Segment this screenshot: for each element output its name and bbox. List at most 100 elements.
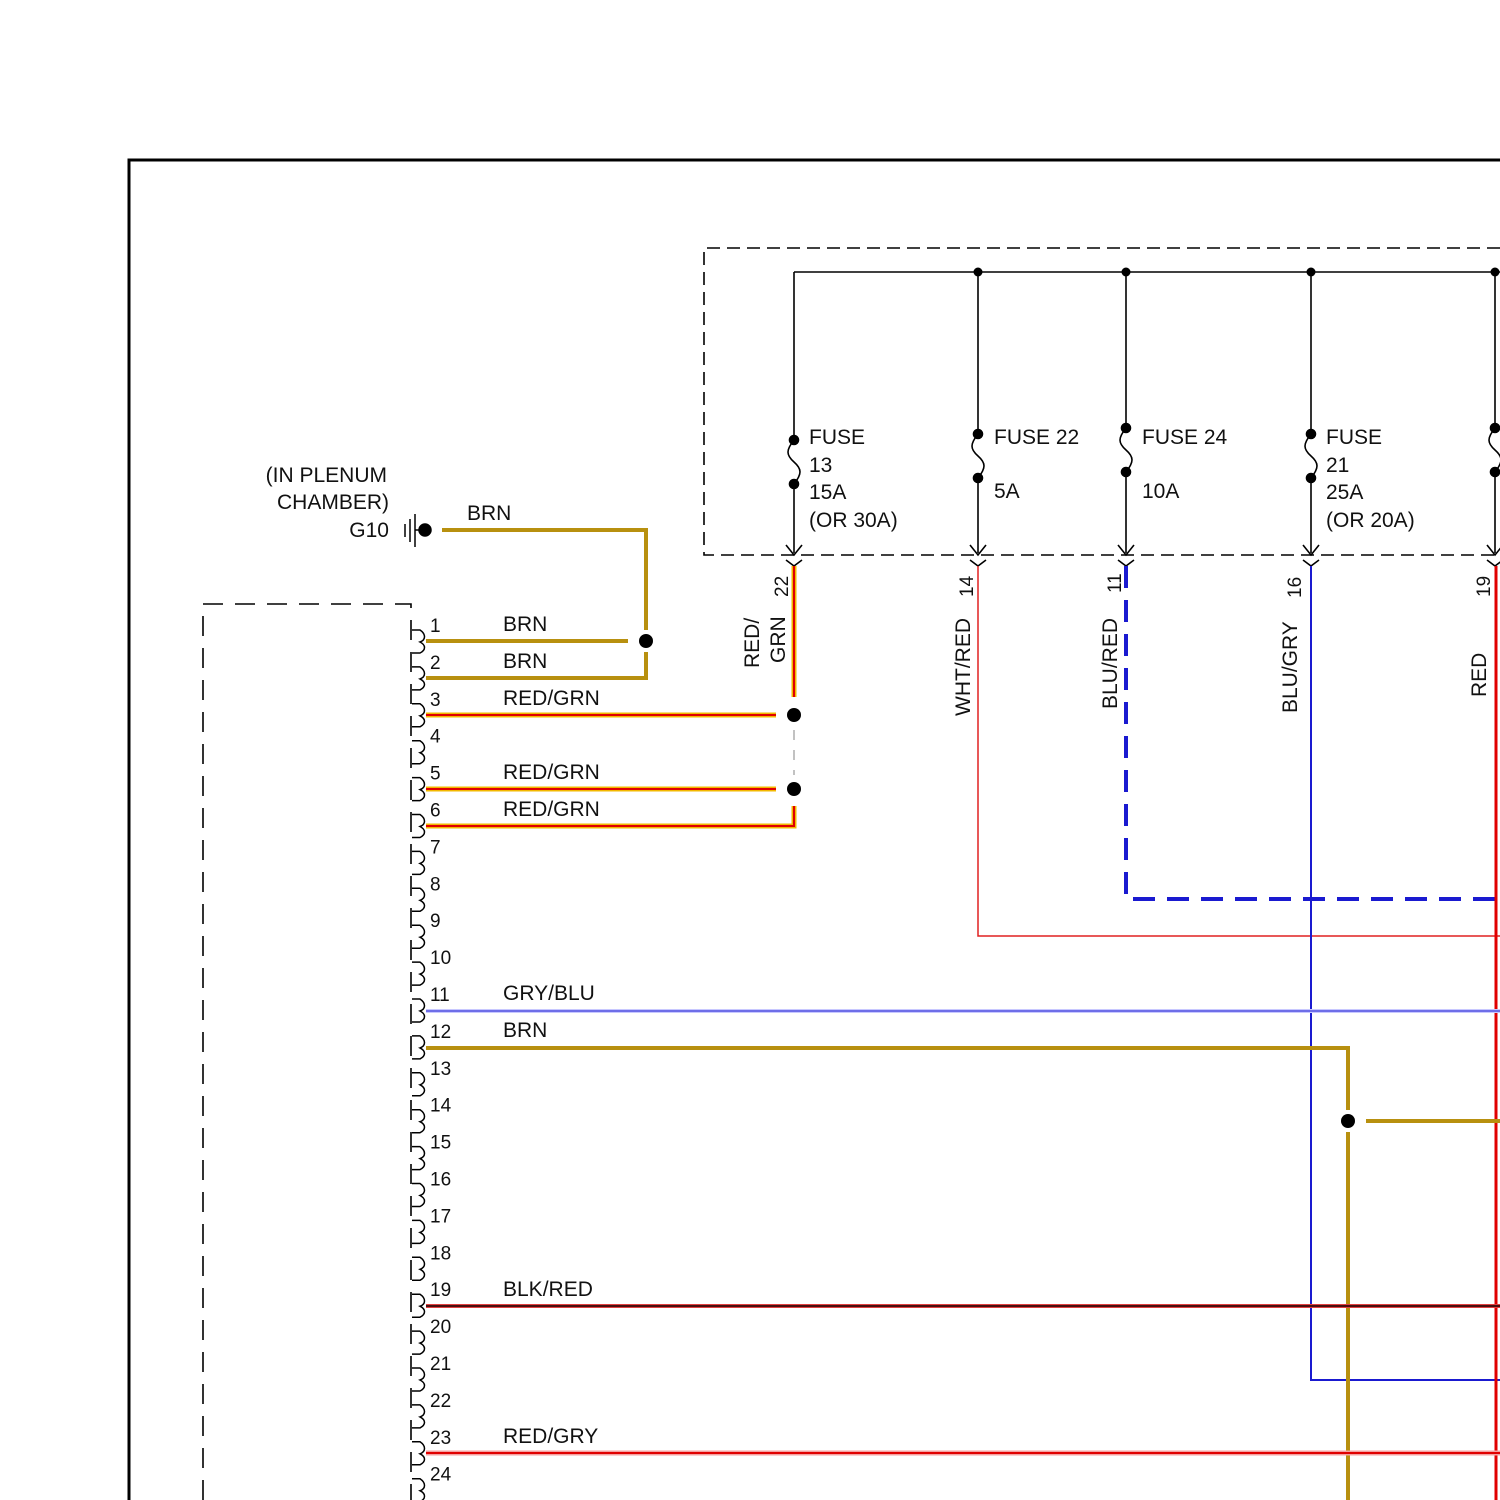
wire-label-red: RED — [1468, 653, 1491, 697]
connector-pin-number-22: 22 — [430, 1391, 451, 1412]
vertical-wire-labels: RED/ GRN WHT/RED BLU/RED BLU/GRY RED — [741, 616, 1491, 716]
connector-pin-number-8: 8 — [430, 874, 441, 895]
connector-socket-13 — [412, 1073, 425, 1096]
svg-text:(IN PLENUM: (IN PLENUM — [266, 464, 387, 487]
connector-socket-20 — [412, 1331, 425, 1354]
svg-text:(OR 20A): (OR 20A) — [1326, 509, 1415, 532]
blu-red-wire — [1126, 566, 1500, 899]
wire-label-wht-red: WHT/RED — [952, 618, 975, 716]
connector-socket-23 — [412, 1442, 425, 1465]
svg-text:5A: 5A — [994, 480, 1020, 503]
wire-label-blu-gry: BLU/GRY — [1279, 621, 1302, 713]
connector-pin-number-17: 17 — [430, 1206, 451, 1227]
svg-text:(OR 30A): (OR 30A) — [809, 509, 898, 532]
wire-label-pin-1: BRN — [503, 613, 547, 636]
wire-label-red-grn-1: RED/ — [741, 618, 764, 668]
connector-pin-number-13: 13 — [430, 1059, 451, 1080]
red-grn-splice-dot-1 — [787, 708, 801, 722]
svg-text:FUSE 24: FUSE 24 — [1142, 426, 1228, 449]
ground-icon — [405, 514, 431, 547]
fuse-box-socket-marks — [786, 560, 1500, 566]
connector-pin-number-23: 23 — [430, 1428, 451, 1449]
connector-socket-21 — [412, 1368, 425, 1391]
connector-socket-22 — [412, 1405, 425, 1428]
connector-socket-14 — [412, 1110, 425, 1133]
svg-text:15A: 15A — [809, 481, 846, 504]
wire-label-pin-2: BRN — [503, 650, 547, 673]
fuse-box-pin-11: 11 — [1105, 573, 1126, 593]
connector-socket-6 — [412, 815, 425, 838]
svg-text:BRN: BRN — [467, 502, 511, 525]
svg-text:10A: 10A — [1142, 480, 1179, 503]
svg-text:21: 21 — [1326, 454, 1349, 477]
fuse-box-pin-16: 16 — [1285, 577, 1306, 598]
wire-label-pin-5: RED/GRN — [503, 761, 600, 784]
fuse-box-pin-22: 22 — [772, 576, 793, 597]
connector-pin-number-9: 9 — [430, 911, 441, 932]
connector-pin-number-15: 15 — [430, 1133, 451, 1154]
connector-socket-12 — [412, 1036, 425, 1059]
connector-pin-number-4: 4 — [430, 727, 441, 748]
svg-text:13: 13 — [809, 454, 832, 477]
svg-text:FUSE 22: FUSE 22 — [994, 426, 1079, 449]
connector-pin-number-7: 7 — [430, 837, 441, 858]
connector-pin-number-12: 12 — [430, 1022, 451, 1043]
svg-text:G10: G10 — [349, 519, 389, 542]
connector-pin-number-2: 2 — [430, 653, 441, 674]
connector-socket-8 — [412, 888, 425, 911]
connector-socket-17 — [412, 1220, 425, 1243]
wire-label-pin-11: GRY/BLU — [503, 982, 595, 1005]
fuse-22 — [970, 272, 986, 555]
svg-text:FUSE: FUSE — [809, 426, 865, 449]
connector-socket-10 — [412, 962, 425, 985]
connector-pin-number-11: 11 — [430, 985, 450, 1006]
connector-socket-4 — [412, 741, 425, 764]
connector-socket-24 — [412, 1479, 425, 1500]
svg-text:25A: 25A — [1326, 481, 1363, 504]
connector-socket-2 — [412, 667, 425, 690]
fuse-24-label: FUSE 24 10A — [1142, 426, 1228, 503]
connector-pin-number-10: 10 — [430, 948, 451, 969]
connector-pin-number-24: 24 — [430, 1465, 452, 1486]
connector-socket-9 — [412, 925, 425, 948]
red-grn-splice-dot-2 — [787, 782, 801, 796]
ground-splice-dot — [639, 634, 653, 648]
wire-label-pin-19: BLK/RED — [503, 1278, 593, 1301]
brn-splice-dot — [1341, 1114, 1355, 1128]
connector-pin-number-5: 5 — [430, 764, 441, 785]
connector-pin-number-14: 14 — [430, 1096, 452, 1117]
wht-red-wire — [978, 566, 1500, 936]
svg-text:FUSE: FUSE — [1326, 426, 1382, 449]
fuse-22-label: FUSE 22 5A — [994, 426, 1079, 503]
connector-pin-number-3: 3 — [430, 690, 441, 711]
wire-label-pin-12: BRN — [503, 1019, 547, 1042]
connector-outline — [203, 604, 411, 1500]
horizontal-wire-labels: BRN BRN RED/GRN RED/GRN RED/GRN GRY/BLU … — [503, 613, 600, 1448]
fuse-box-pin-19: 19 — [1474, 576, 1495, 597]
fuse-21-label: FUSE 21 25A (OR 20A) — [1326, 426, 1415, 532]
connector-socket-1 — [412, 630, 425, 653]
connector-socket-16 — [412, 1184, 425, 1207]
red-grn-wires — [426, 566, 794, 826]
connector-socket-11 — [412, 999, 425, 1022]
connector-socket-3 — [412, 704, 425, 727]
wire-label-blu-red: BLU/RED — [1099, 618, 1122, 709]
connector-pin-number-16: 16 — [430, 1170, 451, 1191]
fuse-24 — [1118, 272, 1134, 555]
fuse-13-label: FUSE 13 15A (OR 30A) — [809, 426, 898, 532]
connector-socket-5 — [412, 778, 425, 801]
connector-socket-15 — [412, 1147, 425, 1170]
wire-label-pin-6: RED/GRN — [503, 798, 600, 821]
diagram-frame — [129, 160, 1500, 1500]
fuse-right — [1487, 272, 1500, 555]
svg-text:CHAMBER): CHAMBER) — [277, 491, 389, 514]
wire-label-pin-23: RED/GRY — [503, 1425, 598, 1448]
connector-pin-number-20: 20 — [430, 1317, 451, 1338]
connector-pin-number-19: 19 — [430, 1280, 451, 1301]
wire-label-pin-3: RED/GRN — [503, 687, 600, 710]
connector-pin-number-1: 1 — [430, 616, 441, 637]
fuse-13 — [786, 272, 802, 555]
fuse-21 — [1303, 272, 1319, 555]
